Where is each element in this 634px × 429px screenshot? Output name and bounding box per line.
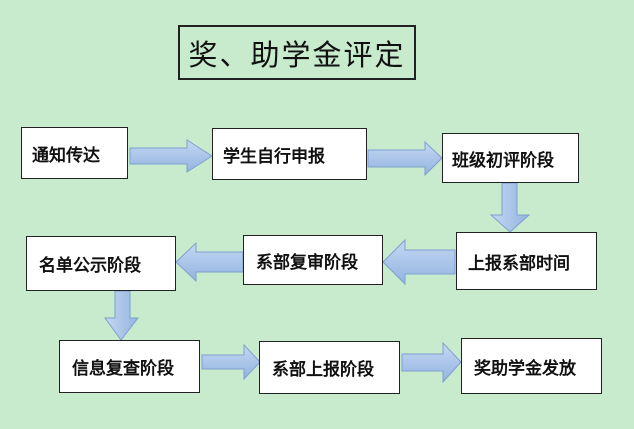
step-box-9: 奖助学金发放 (461, 338, 602, 394)
step-box-3: 班级初评阶段 (442, 133, 579, 183)
arrow-right-1-2 (129, 139, 213, 173)
step-label: 系部上报阶段 (272, 360, 374, 380)
step-box-2: 学生自行申报 (212, 128, 367, 180)
step-box-6: 名单公示阶段 (26, 236, 176, 291)
step-label: 信息复查阶段 (72, 359, 174, 379)
arrow-left-4-5 (382, 238, 456, 286)
arrow-right-7-8 (201, 343, 261, 381)
step-label: 上报系部时间 (468, 253, 570, 274)
step-label: 奖助学金发放 (474, 358, 576, 379)
step-label: 通知传达 (32, 145, 100, 166)
step-box-1: 通知传达 (21, 127, 128, 179)
arrow-down-3-4 (489, 182, 531, 233)
step-label: 名单公示阶段 (39, 256, 141, 276)
step-label: 班级初评阶段 (452, 150, 554, 171)
diagram-title: 奖、助学金评定 (178, 25, 416, 80)
arrow-right-2-3 (367, 140, 443, 177)
step-box-4: 上报系部时间 (456, 232, 597, 290)
step-box-7: 信息复查阶段 (59, 340, 200, 393)
step-box-5: 系部复审阶段 (243, 235, 383, 285)
arrow-left-5-6 (175, 241, 244, 283)
step-label: 学生自行申报 (223, 146, 325, 167)
step-box-8: 系部上报阶段 (259, 341, 400, 394)
arrow-right-8-9 (401, 341, 462, 384)
arrow-down-6-7 (104, 290, 140, 341)
diagram-title-text: 奖、助学金评定 (188, 37, 406, 72)
step-label: 系部复审阶段 (256, 252, 358, 273)
